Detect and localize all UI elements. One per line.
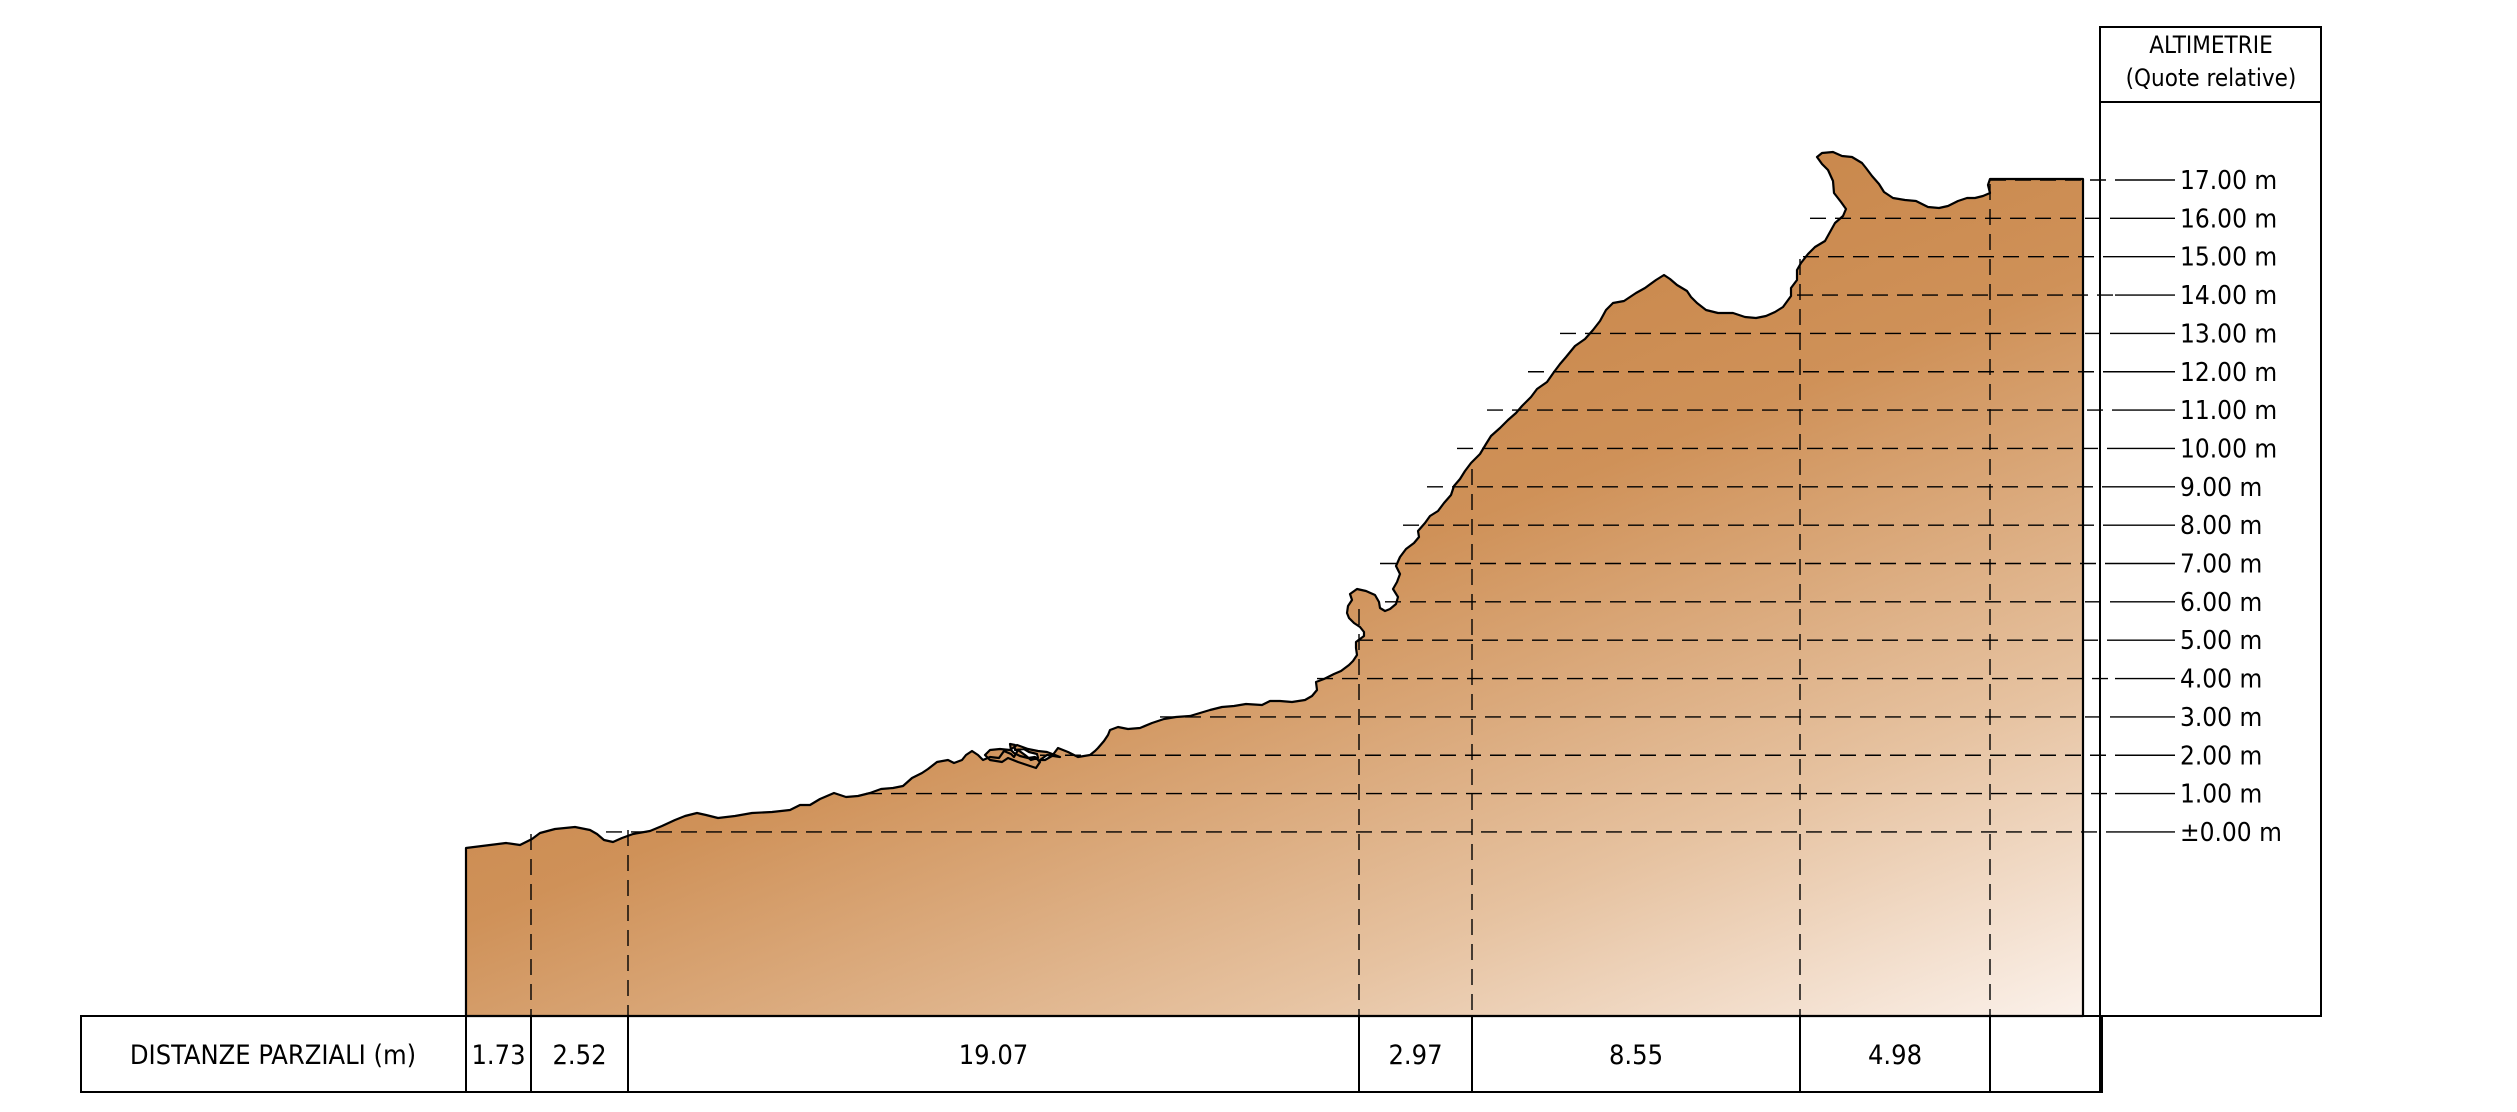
elevation-label: 15.00 m [2180,243,2277,273]
distance-value: 4.98 [1868,1040,1922,1071]
elevation-label: 9.00 m [2180,473,2262,503]
elevation-label: 13.00 m [2180,319,2277,349]
distance-value: 19.07 [959,1040,1029,1071]
distance-table-label: DISTANZE PARZIALI (m) [130,1040,416,1071]
distance-value: 2.52 [552,1040,606,1071]
elevation-label: 8.00 m [2180,511,2262,541]
elevation-label: 17.00 m [2180,166,2277,196]
elevation-label: 14.00 m [2180,281,2277,311]
elevation-label: 10.00 m [2180,434,2277,464]
elevation-label: 2.00 m [2180,741,2262,771]
elevation-label: 11.00 m [2180,396,2277,426]
elevation-label: 12.00 m [2180,358,2277,388]
altimetry-title: ALTIMETRIE [2149,31,2273,59]
elevation-label: ±0.00 m [2180,818,2282,848]
distance-value: 1.73 [471,1040,525,1071]
distance-table [80,1015,2103,1093]
elevation-label: 7.00 m [2180,550,2262,580]
elevation-label: 4.00 m [2180,665,2262,695]
elevation-label: 3.00 m [2180,703,2262,733]
altimetry-frame [2099,26,2322,1017]
elevation-label: 16.00 m [2180,204,2277,234]
elevation-label: 1.00 m [2180,780,2262,810]
elevation-label: 6.00 m [2180,588,2262,618]
distance-value: 2.97 [1388,1040,1442,1071]
distance-value: 8.55 [1609,1040,1663,1071]
rock-profile [464,150,2085,1018]
elevation-label: 5.00 m [2180,626,2262,656]
altimetry-subtitle: (Quote relative) [2126,64,2297,92]
